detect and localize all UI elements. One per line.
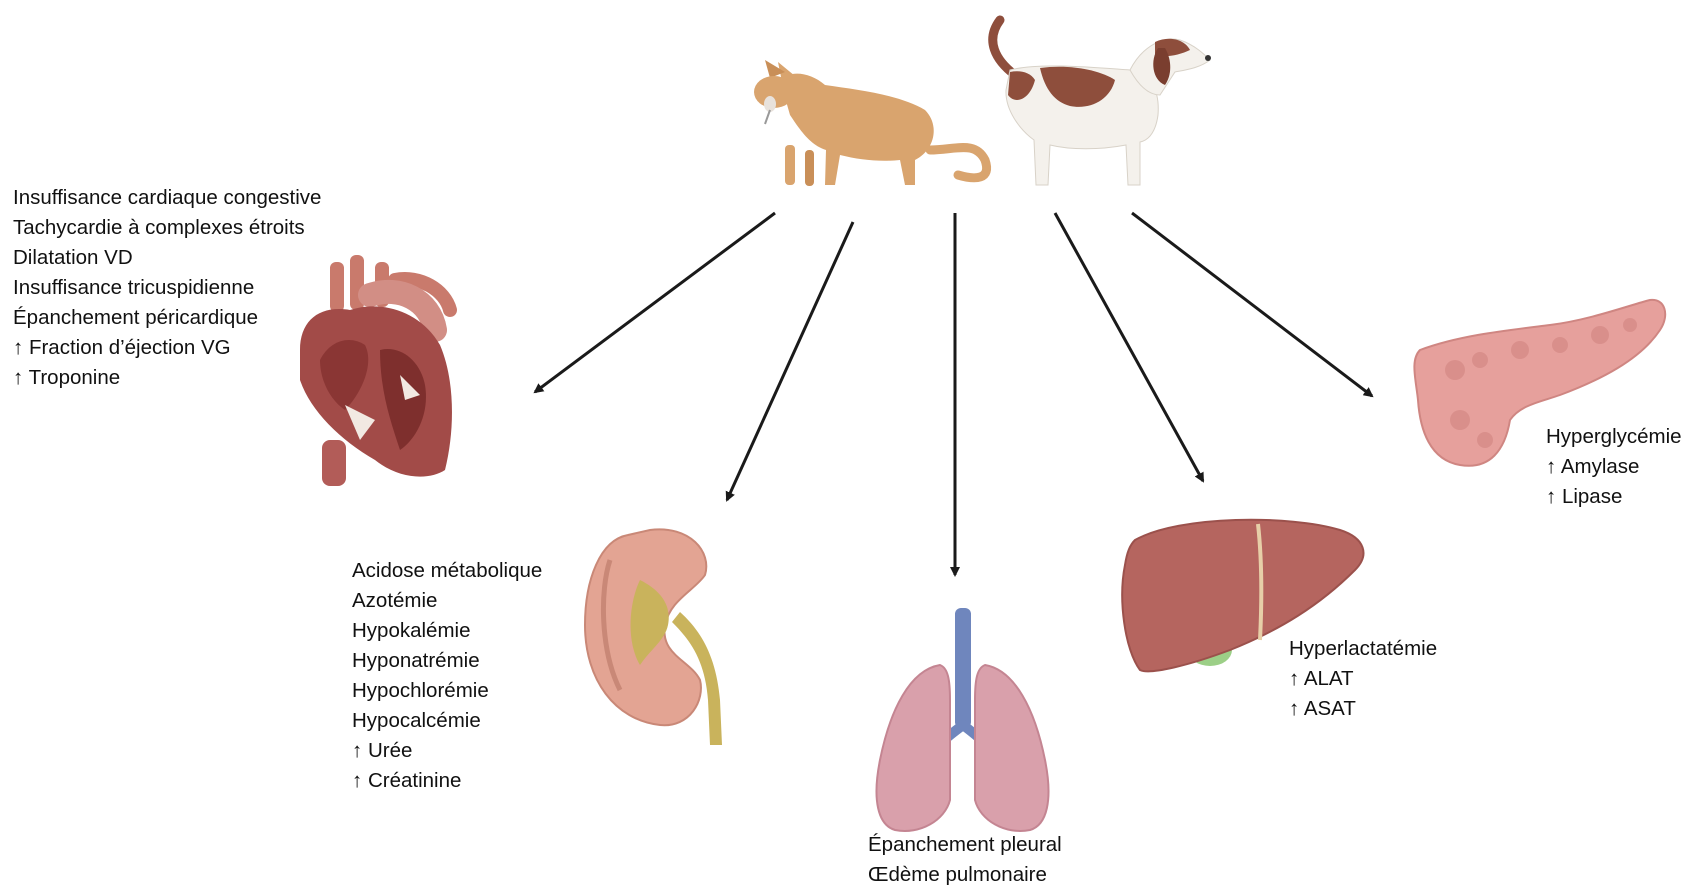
- finding-text: Tachycardie à complexes étroits: [13, 216, 305, 239]
- finding-text: Hypochlorémie: [352, 679, 489, 702]
- kidney-findings: Acidose métabolique Azotémie Hypokalémie…: [352, 556, 542, 796]
- finding-text: Hyperglycémie: [1546, 425, 1682, 448]
- finding-text: Acidose métabolique: [352, 559, 543, 582]
- finding-text: ↑ Fraction d’éjection VG: [13, 336, 231, 359]
- finding-text: Hyperlactatémie: [1289, 637, 1438, 660]
- finding-text: Hyponatrémie: [352, 649, 480, 672]
- pancreas-findings: Hyperglycémie ↑ Amylase ↑ Lipase: [1546, 422, 1682, 512]
- lungs-illustration: [875, 608, 1050, 832]
- finding-text: ↑ ASAT: [1289, 697, 1356, 720]
- heart-illustration: [300, 255, 457, 486]
- finding-text: Dilatation VD: [13, 246, 133, 269]
- finding-text: ↑ Amylase: [1546, 455, 1640, 478]
- finding-text: Azotémie: [352, 589, 438, 612]
- arrow-to-liver: [1053, 212, 1205, 483]
- finding-text: Hypokalémie: [352, 619, 471, 642]
- finding-text: Œdème pulmonaire: [868, 863, 1047, 886]
- liver-illustration: [1121, 518, 1365, 673]
- pancreas-illustration: [1413, 298, 1667, 467]
- arrow-to-heart: [533, 211, 776, 394]
- arrow-to-kidney: [725, 221, 855, 502]
- finding-text: Hypocalcémie: [352, 709, 481, 732]
- heart-findings: Insuffisance cardiaque congestive Tachyc…: [13, 183, 321, 393]
- finding-text: ↑ Urée: [352, 739, 413, 762]
- lung-findings: Épanchement pleural Œdème pulmonaire: [868, 830, 1062, 890]
- finding-text: Épanchement pleural: [868, 833, 1062, 856]
- liver-findings: Hyperlactatémie ↑ ALAT ↑ ASAT: [1289, 634, 1437, 724]
- finding-text: ↑ Lipase: [1546, 485, 1623, 508]
- arrow-to-pancreas: [1131, 211, 1374, 398]
- finding-text: Insuffisance cardiaque congestive: [13, 186, 322, 209]
- kidney-illustration: [583, 528, 722, 745]
- finding-text: Épanchement péricardique: [13, 306, 259, 329]
- finding-text: ↑ Troponine: [13, 366, 121, 389]
- finding-text: ↑ Créatinine: [352, 769, 462, 792]
- dog-illustration: [988, 15, 1211, 186]
- finding-text: ↑ ALAT: [1289, 667, 1354, 690]
- cat-illustration: [754, 60, 992, 186]
- finding-text: Insuffisance tricuspidienne: [13, 276, 255, 299]
